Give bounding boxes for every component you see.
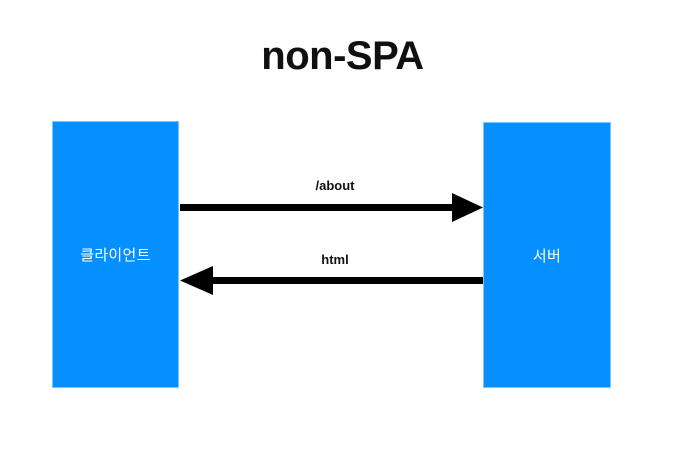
client-node-label: 클라이언트 [80, 247, 151, 264]
client-node: 클라이언트 [52, 121, 179, 388]
response-arrow-label: html [321, 252, 349, 267]
request-arrow-label: /about [315, 178, 355, 193]
page-title: non-SPA [261, 34, 424, 78]
server-node-label: 서버 [532, 247, 562, 265]
server-node: 서버 [483, 122, 611, 388]
request-arrow [180, 193, 483, 222]
response-arrow [180, 266, 483, 295]
